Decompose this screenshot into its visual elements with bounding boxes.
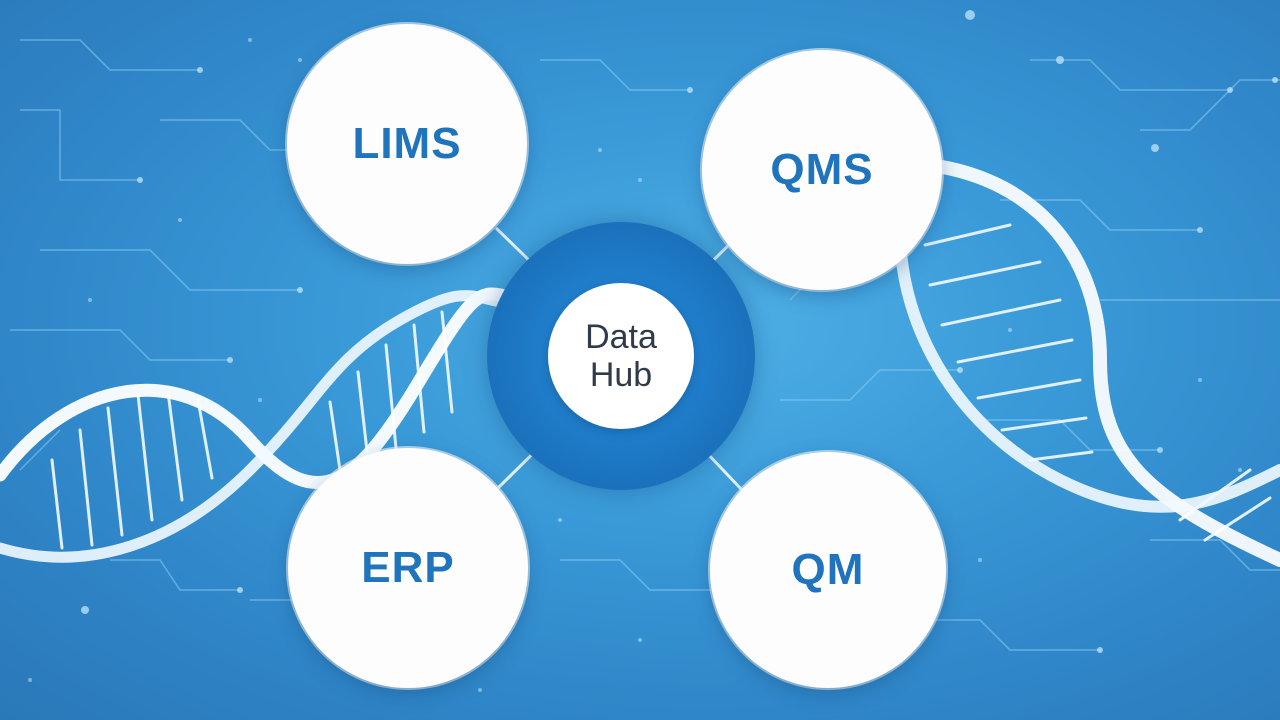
qm-label: QM — [791, 545, 865, 594]
hub-label-line2: Hub — [589, 356, 653, 394]
lims-node: LIMS — [287, 24, 527, 264]
lims-label: LIMS — [352, 119, 462, 168]
qm-node: QM — [710, 452, 946, 688]
left-dna-helix — [0, 287, 527, 563]
hub-label-line1: Data — [585, 318, 657, 356]
qms-node: QMS — [702, 50, 942, 290]
erp-node: ERP — [288, 448, 528, 688]
erp-label: ERP — [361, 543, 455, 592]
qms-label: QMS — [770, 145, 874, 194]
data-hub-node: Data Hub — [548, 283, 694, 429]
right-dna-helix — [894, 158, 1280, 567]
